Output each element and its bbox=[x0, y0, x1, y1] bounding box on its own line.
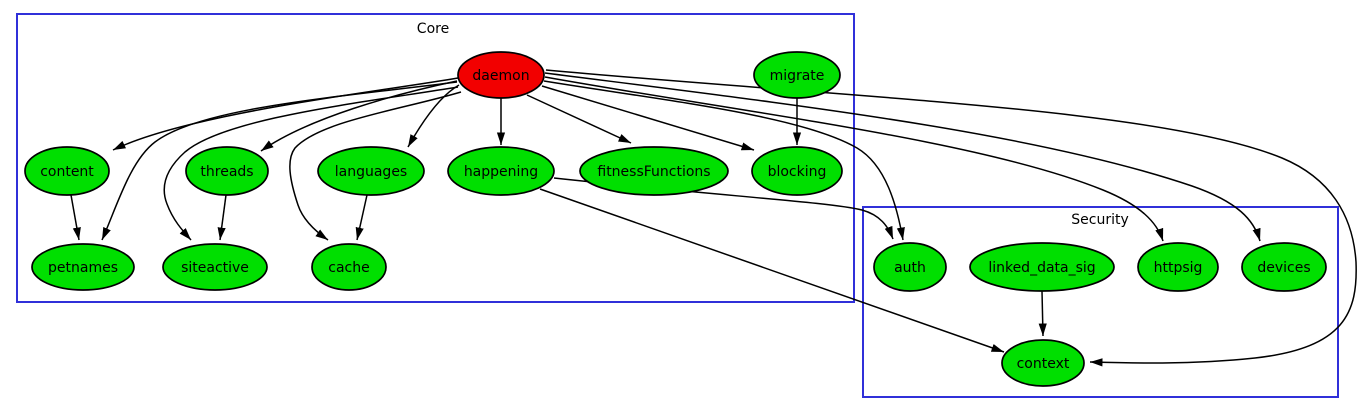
node-context-shape bbox=[1001, 339, 1085, 387]
edge-daemon-auth bbox=[543, 80, 905, 241]
node-fitnessFunctions-label: fitnessFunctions bbox=[597, 164, 710, 180]
node-blocking: blocking bbox=[751, 146, 843, 196]
edge-daemon-fitnessFunctions bbox=[526, 94, 632, 144]
node-siteactive: siteactive bbox=[162, 243, 268, 291]
node-petnames: petnames bbox=[31, 243, 135, 291]
node-daemon-shape bbox=[457, 51, 545, 99]
node-daemon: daemon bbox=[457, 51, 545, 99]
edge-daemon-petnames bbox=[101, 81, 458, 241]
edge-daemon-content bbox=[112, 77, 459, 151]
node-migrate-shape bbox=[753, 51, 841, 99]
node-migrate: migrate bbox=[753, 51, 841, 99]
node-content: content bbox=[24, 146, 110, 196]
edge-daemon-context bbox=[545, 69, 1357, 367]
cluster-core-border bbox=[16, 13, 855, 303]
node-cache-label: cache bbox=[328, 260, 369, 276]
node-httpsig: httpsig bbox=[1137, 242, 1219, 292]
cluster-core: Core bbox=[16, 13, 855, 303]
node-devices: devices bbox=[1241, 242, 1327, 292]
node-languages: languages bbox=[317, 146, 425, 196]
nodes: daemon migrate content threads languages… bbox=[24, 51, 1327, 387]
cluster-core-label: Core bbox=[417, 21, 449, 37]
cluster-security: Security bbox=[862, 206, 1339, 398]
node-devices-shape bbox=[1241, 242, 1327, 292]
node-cache: cache bbox=[311, 243, 387, 291]
node-blocking-label: blocking bbox=[768, 164, 827, 180]
node-devices-label: devices bbox=[1257, 260, 1310, 276]
edge-threads-siteactive bbox=[217, 194, 227, 241]
node-content-shape bbox=[24, 146, 110, 196]
edge-languages-cache bbox=[355, 194, 368, 241]
node-cache-shape bbox=[311, 243, 387, 291]
cluster-security-border bbox=[862, 206, 1339, 398]
node-petnames-label: petnames bbox=[48, 260, 118, 276]
node-languages-shape bbox=[317, 146, 425, 196]
cluster-security-label: Security bbox=[1071, 212, 1129, 228]
edge-daemon-languages bbox=[407, 84, 460, 148]
node-content-label: content bbox=[40, 164, 94, 180]
edge-content-petnames bbox=[70, 194, 81, 241]
node-siteactive-label: siteactive bbox=[181, 260, 249, 276]
node-petnames-shape bbox=[31, 243, 135, 291]
node-fitnessFunctions: fitnessFunctions bbox=[579, 146, 729, 196]
node-httpsig-label: httpsig bbox=[1154, 260, 1203, 276]
node-linked_data_sig: linked_data_sig bbox=[969, 242, 1115, 292]
node-auth-shape bbox=[873, 242, 947, 292]
edge-daemon-httpsig bbox=[544, 76, 1164, 242]
edges bbox=[70, 69, 1357, 367]
node-fitnessFunctions-shape bbox=[579, 146, 729, 196]
node-threads-shape bbox=[185, 146, 269, 196]
edge-daemon-devices bbox=[544, 72, 1261, 242]
node-threads-label: threads bbox=[200, 164, 253, 180]
node-languages-label: languages bbox=[335, 164, 407, 180]
node-auth: auth bbox=[873, 242, 947, 292]
node-context: context bbox=[1001, 339, 1085, 387]
edge-linked_data_sig-context bbox=[1038, 290, 1047, 337]
node-blocking-shape bbox=[751, 146, 843, 196]
node-linked_data_sig-label: linked_data_sig bbox=[988, 260, 1095, 276]
edge-daemon-siteactive bbox=[163, 86, 459, 241]
node-migrate-label: migrate bbox=[770, 68, 825, 84]
node-linked_data_sig-shape bbox=[969, 242, 1115, 292]
node-context-label: context bbox=[1017, 356, 1070, 372]
node-daemon-label: daemon bbox=[472, 68, 529, 84]
node-happening: happening bbox=[447, 146, 555, 196]
node-auth-label: auth bbox=[894, 260, 926, 276]
node-happening-shape bbox=[447, 146, 555, 196]
node-happening-label: happening bbox=[464, 164, 538, 180]
edge-daemon-threads bbox=[260, 80, 458, 152]
edge-happening-context bbox=[539, 188, 1005, 353]
edge-daemon-blocking bbox=[541, 85, 755, 151]
node-threads: threads bbox=[185, 146, 269, 196]
node-httpsig-shape bbox=[1137, 242, 1219, 292]
edge-daemon-cache bbox=[289, 91, 462, 241]
node-siteactive-shape bbox=[162, 243, 268, 291]
